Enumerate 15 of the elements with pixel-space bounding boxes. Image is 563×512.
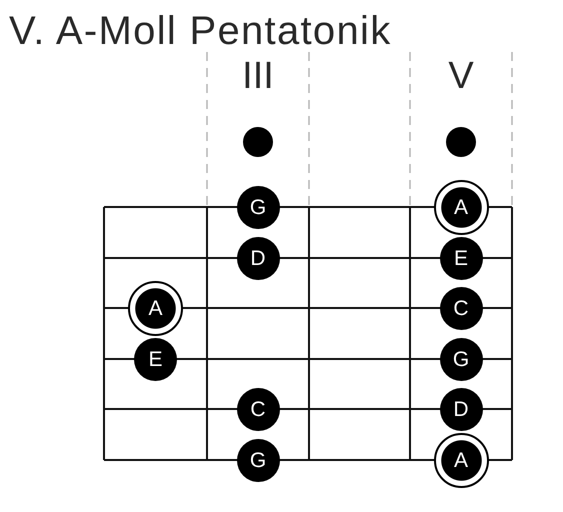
note-marker: C xyxy=(236,388,280,430)
note-marker: G xyxy=(236,186,280,228)
note-marker: E xyxy=(440,236,482,280)
note-marker: D xyxy=(236,236,280,280)
fret-number: V xyxy=(448,57,474,95)
root-note-marker: A xyxy=(128,280,183,336)
title: V. A-Moll Pentatonik xyxy=(9,11,392,51)
note-marker: E xyxy=(134,338,177,380)
root-note-marker: A xyxy=(434,180,488,234)
fret-number: III xyxy=(242,57,274,95)
note-marker: G xyxy=(440,338,482,380)
note-marker: G xyxy=(236,438,280,482)
root-note-marker: A xyxy=(434,432,488,488)
note-marker: D xyxy=(440,388,482,430)
note-marker: C xyxy=(440,286,482,330)
